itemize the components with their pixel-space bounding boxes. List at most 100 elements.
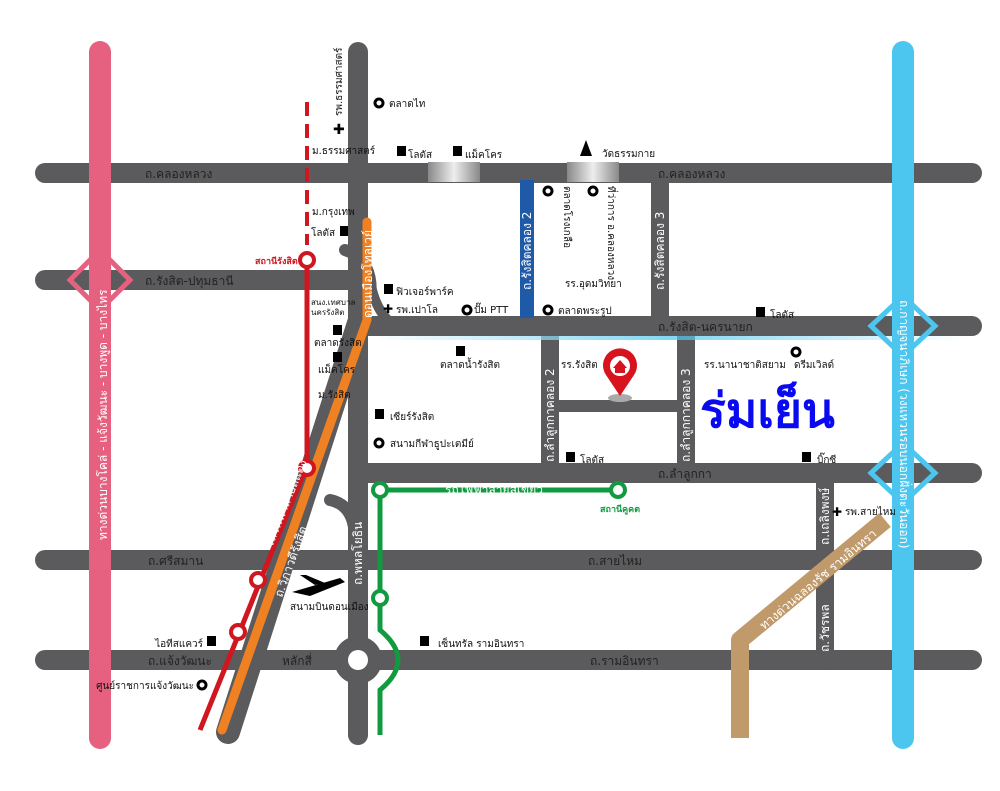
hospital-icon: ✚ [832, 505, 842, 519]
roundabout-center [348, 650, 368, 670]
place-label: โลตัส [311, 226, 335, 239]
brand-title: ร่มเย็น [700, 381, 835, 439]
place-label: โลตัส [770, 308, 794, 321]
road-label: ถ.รังสิต-ปทุมธานี [145, 274, 234, 289]
place-label: วัดธรรมกาย [602, 149, 655, 160]
place-label-wrap: สนง.เทศบาล นครรังสิต [311, 298, 356, 317]
place-label: เซ็นทรัล รามอินทรา [438, 636, 524, 650]
place-label: บิ๊กซี [817, 452, 836, 466]
airplane-icon [292, 575, 345, 596]
place-label: รร.อุดมวิทยา [565, 279, 622, 290]
place-label: ที่ว่าการ อ.คลองหลวง [605, 186, 619, 280]
shopping-bag-icon [802, 452, 811, 462]
station-icon[interactable] [371, 589, 389, 607]
shopping-bag-icon [333, 352, 342, 362]
shopping-bag-icon [384, 284, 393, 294]
road-label: ถ.สายไหม [588, 554, 642, 568]
hospital-icon: ✚ [333, 122, 345, 138]
road-curve-3 [324, 494, 361, 546]
place-label: ม.กรุงเทพ [312, 207, 355, 218]
place-label: แม็คโคร [465, 147, 503, 161]
station-icon[interactable] [249, 571, 267, 589]
place-label: ตลาดโรงเกลือ [561, 186, 574, 248]
place-label: ฟิวเจอร์พาร์ค [396, 286, 454, 298]
home-location-pin[interactable] [602, 348, 638, 402]
place-label: รพ.ธรรมศาสตร์ [333, 47, 345, 116]
road-label: ถ.เถลิงพงษ์ [818, 487, 832, 545]
market-icon [542, 304, 554, 316]
place-label: ปั๊ม PTT [474, 302, 509, 316]
road-label: ทางด่วนบางโคล่ - แจ้งวัฒนะ - บางพูด - บา… [96, 289, 111, 540]
road-curve-2 [367, 285, 405, 333]
road-label: ดอนเมืองโทลเวย์ [361, 230, 375, 318]
gas-station-icon [461, 304, 473, 316]
government-icon [196, 679, 208, 691]
place-label: สนามกีฬาธูปะเตมีย์ [390, 438, 474, 450]
places: ตลาดไท รพ.ธรรมศาสตร์ ✚ ม.ธรรมศาสตร์ โลตั… [96, 47, 896, 692]
station-icon[interactable] [298, 459, 316, 477]
road-label: ถ.ลำลูกกา [658, 467, 712, 482]
ring-road-glow [370, 336, 970, 340]
market-icon [373, 97, 385, 109]
place-label: รร.รังสิต [561, 360, 598, 371]
road-label: ถ.กาญจนาภิเษก (วงแหวนรอบนอกฝั่งตะวันออก) [897, 300, 913, 549]
place-label: ม.ธรรมศาสตร์ [312, 145, 376, 157]
road-label: ถ.รังสิต-นครนายก [658, 320, 753, 334]
place-label: ดรีมเวิลด์ [794, 359, 834, 371]
shopping-bag-icon [453, 146, 462, 156]
shopping-bag-icon [420, 636, 429, 646]
shopping-bag-icon [375, 409, 384, 419]
shopping-bag-icon [207, 636, 216, 646]
place-label: เซียร์รังสิต [390, 411, 434, 423]
road-label: ถ.วัชรพล [818, 604, 832, 652]
road-label: ถ.ลำลูกกาคลอง 2 [543, 368, 558, 462]
place-label: รพ.สายไหม [845, 506, 896, 518]
market-icon [542, 185, 554, 197]
road-label: ถ.รังสิตคลอง 3 [653, 212, 667, 290]
place-label: รร.นานาชาติสยาม [704, 360, 786, 371]
orange-vibhavadi [217, 217, 372, 735]
place-label: ศูนย์ราชการแจ้งวัฒนะ [96, 680, 194, 692]
road-label: หลักสี่ [282, 652, 313, 668]
shopping-bag-icon [456, 346, 465, 356]
hospital-icon: ✚ [383, 302, 393, 316]
ramintra-expressway [731, 513, 891, 738]
stations [229, 251, 627, 641]
station-icon[interactable] [298, 251, 316, 269]
place-label: สนามบินดอนเมือง [290, 601, 369, 613]
place-label: ไอทีสแควร์ [154, 638, 203, 650]
amusement-park-icon [790, 346, 802, 358]
home-icon [613, 360, 627, 373]
place-label: ตลาดรังสิต [314, 338, 362, 349]
stadium-icon [373, 437, 385, 449]
place-label: รพ.เปาโล [396, 303, 438, 316]
station-icon[interactable] [609, 481, 627, 499]
ring-interchange [867, 292, 939, 507]
road-label: ถ.รามอินทรา [590, 654, 659, 668]
station-label: สถานีรังสิต [255, 256, 298, 267]
transit-label: รถไฟฟ้าสายสีเขียว [445, 483, 543, 497]
road-label: ถ.คลองหลวง [145, 167, 212, 181]
place-label: ม.รังสิต [318, 390, 351, 401]
shopping-bag-icon [566, 452, 575, 462]
place-label: ตลาดไท [389, 98, 425, 110]
station-icon[interactable] [371, 481, 389, 499]
shopping-bag-icons [207, 146, 811, 646]
pink-interchange [66, 246, 134, 314]
shopping-bag-icon [756, 307, 765, 317]
place-label: สนง.เทศบาล นครรังสิต [311, 298, 356, 317]
bridge [567, 162, 619, 182]
road-label: ถ.ลำลูกกาคลอง 3 [679, 368, 694, 462]
road-label: ถ.รังสิตคลอง 2 [520, 212, 534, 290]
government-icon [587, 185, 599, 197]
place-label: ตลาดพระรูป [558, 306, 612, 317]
shopping-bag-icon [333, 325, 342, 335]
place-label: โลตัส [580, 453, 604, 466]
station-icon[interactable] [229, 623, 247, 641]
shopping-bag-icon [397, 146, 406, 156]
bridge [428, 162, 480, 182]
place-label: โลตัส [408, 148, 432, 161]
place-label: ตลาดน้ำรังสิต [440, 357, 500, 371]
road-label: ถ.แจ้งวัฒนะ [148, 654, 212, 668]
